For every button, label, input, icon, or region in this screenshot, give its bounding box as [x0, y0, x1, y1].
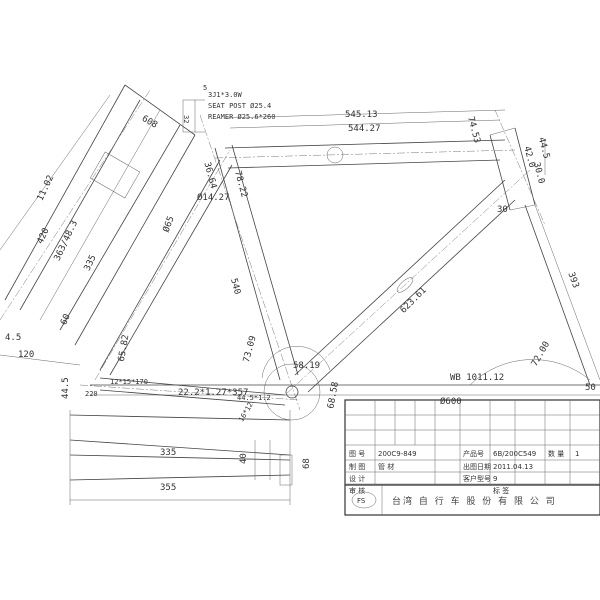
dim-fork-45: 4.5: [5, 333, 21, 343]
tb-r2d: 2011.04.13: [493, 463, 533, 471]
tb-r1f: 1: [575, 450, 579, 458]
tb-r2b: 管 材: [378, 462, 394, 471]
logo-text: FS: [357, 497, 366, 505]
note-5: 5: [203, 84, 207, 92]
tb-r1a: 图 号: [349, 450, 365, 458]
dim-bb-cross2: 16*12: [237, 401, 254, 423]
tb-r1b: 200C9-849: [378, 450, 417, 458]
fork-line: [524, 204, 591, 386]
dim-stay-355: 355: [160, 483, 176, 493]
dim-seat-78: 78.22: [232, 170, 249, 199]
dim-down-tube: 623.61: [399, 286, 429, 316]
note-seat-post: SEAT POST Ø25.4: [208, 102, 271, 110]
fork-view: [0, 84, 196, 366]
head-tube: [489, 109, 546, 226]
dim-top-outer: 545.13: [345, 110, 378, 120]
tb-r2c: 出图日期: [463, 462, 491, 471]
dim-head-c: 30.0: [531, 161, 546, 185]
seat-clamp-detail: [182, 99, 205, 133]
dim-angle-73: 73.09: [242, 335, 259, 364]
dim-600: Ø600: [440, 396, 462, 407]
dim-chain-label: 22.2*1.27*357: [178, 388, 248, 398]
dim-angle-72: 72.00: [530, 340, 552, 368]
dim-fork-335: 335: [83, 254, 99, 273]
dim-angle-58: 58.19: [293, 361, 320, 371]
dim-bb-cross: 44.5*1.2: [237, 394, 271, 402]
note-32: 32: [182, 115, 190, 123]
seat-stay: [94, 149, 233, 381]
tb-r1e: 数 量: [548, 449, 564, 458]
bb-shell: [263, 363, 321, 421]
dim-fork-363: 363/48.3: [53, 219, 80, 263]
dim-stay-40: 40: [239, 453, 249, 464]
stay-detail: [69, 410, 293, 505]
dim-50: 50: [585, 383, 596, 393]
note-reamer: REAMER Ø25.6*260: [208, 113, 275, 121]
dim-top-inner: 544.27: [348, 124, 381, 134]
tb-r3b: 客户型号: [463, 474, 491, 483]
dim-right-393: 393: [565, 271, 580, 290]
seat-tube: [199, 114, 301, 411]
dim-stay-68: 68: [302, 458, 312, 469]
wheel-arc: [469, 359, 591, 386]
note-seat-clamp: 3J1*3.0W: [208, 91, 243, 99]
dim-seat-tube: 540: [228, 277, 242, 295]
dim-bb-68: 68.58: [326, 381, 341, 409]
dim-chain-ang: 44.5: [61, 377, 71, 399]
dim-head-d: 30: [497, 205, 508, 215]
dim-chain-small: 12*15*170: [110, 378, 148, 386]
dim-chain-6582: 65.82: [117, 334, 132, 362]
dim-head-len: 74.53: [465, 115, 482, 144]
dim-stay-335: 335: [160, 448, 176, 458]
company-name: 台湾 自 行 车 股 份 有 限 公 司: [392, 495, 557, 507]
tb-r2a: 制 图: [349, 462, 365, 471]
tb-r1d: 6B/200C549: [493, 450, 536, 458]
tb-r4a: 审 核: [349, 486, 365, 495]
dim-head-a: 44.5: [536, 136, 551, 160]
tb-r3c: 9: [493, 475, 497, 483]
dim-seat-36: 36.64: [201, 161, 218, 190]
dim-fork-112: 11.02: [36, 174, 57, 203]
dim-fork-420: 420: [36, 227, 52, 246]
dim-fork-120: 120: [18, 350, 34, 360]
top-tube: [214, 139, 516, 169]
dim-fork-60: 60: [59, 313, 73, 327]
tb-r4b: 标 签: [493, 486, 509, 495]
down-tube: [284, 169, 531, 396]
dim-seat-14: Ø14.27: [197, 192, 230, 203]
dim-wheelbase: WB 1011.12: [450, 373, 504, 383]
chain-stay: [79, 377, 301, 406]
dim-seat-65: Ø65: [161, 215, 177, 234]
top-notes: 3J1*3.0W SEAT POST Ø25.4 REAMER Ø25.6*26…: [182, 84, 275, 123]
tb-r3a: 设 计: [349, 474, 365, 483]
company-logo: [351, 491, 377, 509]
title-block: 图 号 200C9-849 产品号 6B/200C549 数 量 1 制 图 管…: [344, 399, 600, 516]
tb-r1c: 产品号: [463, 449, 484, 458]
dim-chain-220: 220: [85, 390, 98, 398]
